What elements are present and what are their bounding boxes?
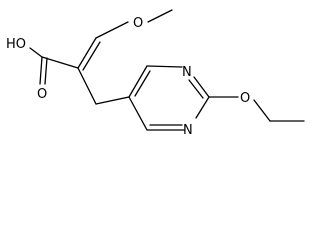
bond-c3-o	[95, 21, 129, 39]
bond-c1-o-double-a	[39, 56, 43, 85]
ring-n1-c2-inner	[188, 79, 204, 99]
atom-label-n-top: N	[182, 65, 192, 80]
bond-c1-oh	[29, 47, 43, 58]
ring-c2-n3	[195, 96, 210, 119]
ring-c5-c6	[128, 65, 148, 98]
ring-n1-c2	[193, 76, 210, 98]
bond-c1-c2	[41, 56, 79, 69]
atom-label-o-carbonyl: O	[37, 87, 47, 102]
ring-c5-c6-inner	[134, 70, 151, 97]
bond-ch2-ring	[95, 96, 130, 105]
atom-label-n-bottom: N	[183, 123, 193, 138]
ring-c6-n1	[146, 65, 183, 68]
ring-c4-c5	[128, 96, 148, 131]
atom-label-oh: HO	[6, 37, 26, 52]
bond-c2-ch2	[77, 67, 97, 105]
molecule-structure: HO O O N N O	[6, 9, 305, 138]
bond-o-ch3	[147, 9, 173, 23]
atom-label-o-ethoxy: O	[240, 91, 250, 106]
bond-o-ch2-ethoxy	[253, 99, 271, 122]
bond-c1-o-double-b	[44, 57, 48, 85]
atom-label-o-methoxy: O	[133, 16, 143, 31]
bond-c2-c3-b	[82, 41, 101, 71]
bond-c2-c3-a	[77, 37, 97, 69]
